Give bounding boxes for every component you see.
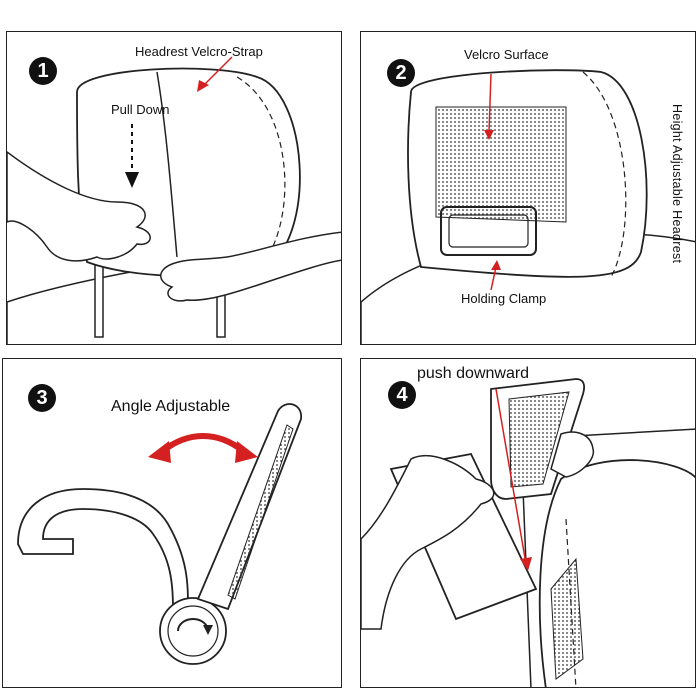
push-downward-label: push downward <box>417 365 530 382</box>
step-number: 1 <box>29 57 57 85</box>
velcro-clamp-illustration <box>361 69 695 344</box>
pull-down-label: Pull Down <box>111 102 170 117</box>
holding-clamp-label: Holding Clamp <box>461 291 547 306</box>
step-number: 2 <box>387 59 415 87</box>
angle-adjust-illustration <box>17 403 302 665</box>
step-number: 3 <box>28 384 56 412</box>
step-4-panel: 4 push downward <box>360 358 696 688</box>
angle-adjustable-label: Angle Adjustable <box>111 398 231 415</box>
strap-label: Headrest Velcro-Strap <box>135 44 263 59</box>
down-arrow-icon <box>125 172 139 188</box>
curved-double-arrow-icon <box>161 433 245 454</box>
height-adjustable-label: Height Adjustable Headrest <box>670 104 684 264</box>
step-2-panel: 2 Velcro Surface Holding Clamp <box>360 31 696 345</box>
headrest-strap-illustration <box>7 56 341 344</box>
velcro-surface-label: Velcro Surface <box>464 47 549 62</box>
step-number: 4 <box>388 381 416 409</box>
step-3-panel: 3 Angle Adjustable <box>2 358 342 688</box>
step-1-panel: 1 Headrest Velcro-Strap Pull Down <box>6 31 342 345</box>
push-downward-illustration <box>361 378 695 687</box>
